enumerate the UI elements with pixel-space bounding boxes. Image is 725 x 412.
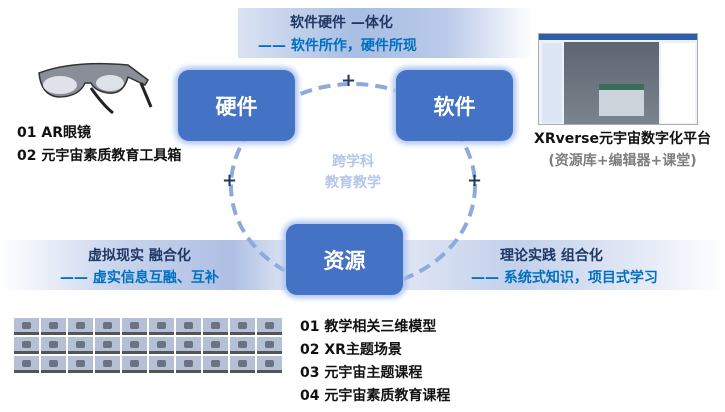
model-thumbnail [149,318,174,335]
model-thumbnail [176,337,201,354]
platform-screenshot [538,33,698,125]
model-thumbnail [95,337,120,354]
model-thumbnail [257,318,282,335]
center-label: 跨学科 教育教学 [300,152,406,194]
model-thumbnail [14,356,39,373]
model-thumbnail [257,337,282,354]
center-line2: 教育教学 [325,175,381,191]
resource-item: 04 元宇宙素质教育课程 [300,388,451,404]
model-thumbnail [95,318,120,335]
model-thumbnail [68,356,93,373]
resource-item: 03 元宇宙主题课程 [300,365,423,381]
right-banner-subtitle: —— 系统式知识，项目式学习 [471,270,658,286]
plus-icon-top: + [341,70,357,91]
model-thumbnail [257,356,282,373]
right-banner: 理论实践 组合化 —— 系统式知识，项目式学习 [403,240,725,290]
hardware-item: 01 AR眼镜 [17,125,91,141]
model-thumbnail [149,356,174,373]
plus-icon-right: + [467,170,483,191]
model-thumbnail [176,356,201,373]
ar-glasses-image [38,62,153,115]
model-thumbnail [41,356,66,373]
plus-icon-left: + [222,170,238,191]
platform-subtitle: (资源库+编辑器+课堂) [548,153,697,169]
top-banner-subtitle: —— 软件所作，硬件所现 [258,38,417,54]
hardware-item: 02 元宇宙素质教育工具箱 [17,148,182,164]
model-thumbnail [68,337,93,354]
hardware-node: 硬件 [178,70,295,141]
resource-item: 02 XR主题场景 [300,342,402,358]
model-thumbnail [176,318,201,335]
model-thumbnail [230,356,255,373]
model-thumbnail [230,318,255,335]
model-thumbnail [122,337,147,354]
resource-item: 01 教学相关三维模型 [300,319,437,335]
left-banner: 虚拟现实 融合化 —— 虚实信息互融、互补 [0,240,290,290]
left-banner-subtitle: —— 虚实信息互融、互补 [60,270,219,286]
model-thumbnail [41,337,66,354]
model-thumbnail [95,356,120,373]
resource-list: 01 教学相关三维模型 02 XR主题场景 03 元宇宙主题课程 04 元宇宙素… [300,316,450,408]
model-thumbnail [203,356,228,373]
left-banner-title: 虚拟现实 融合化 [88,248,191,264]
model-thumbnail [14,337,39,354]
model-thumbnail [149,337,174,354]
resources-node: 资源 [286,224,403,295]
model-thumbnail [203,318,228,335]
model-thumbnail [41,318,66,335]
top-banner-title: 软件硬件 —体化 [290,15,393,31]
software-node: 软件 [396,70,513,141]
model-thumbnail [122,318,147,335]
model-thumbnails [14,318,282,373]
model-thumbnail [230,337,255,354]
right-banner-title: 理论实践 组合化 [500,248,603,264]
platform-title: XRverse元宇宙数字化平台 [534,131,711,147]
model-thumbnail [203,337,228,354]
top-banner: 软件硬件 —体化 —— 软件所作，硬件所现 [238,8,533,58]
model-thumbnail [122,356,147,373]
center-line1: 跨学科 [332,154,374,170]
model-thumbnail [14,318,39,335]
hardware-list: 01 AR眼镜 02 元宇宙素质教育工具箱 [17,122,181,168]
model-thumbnail [68,318,93,335]
